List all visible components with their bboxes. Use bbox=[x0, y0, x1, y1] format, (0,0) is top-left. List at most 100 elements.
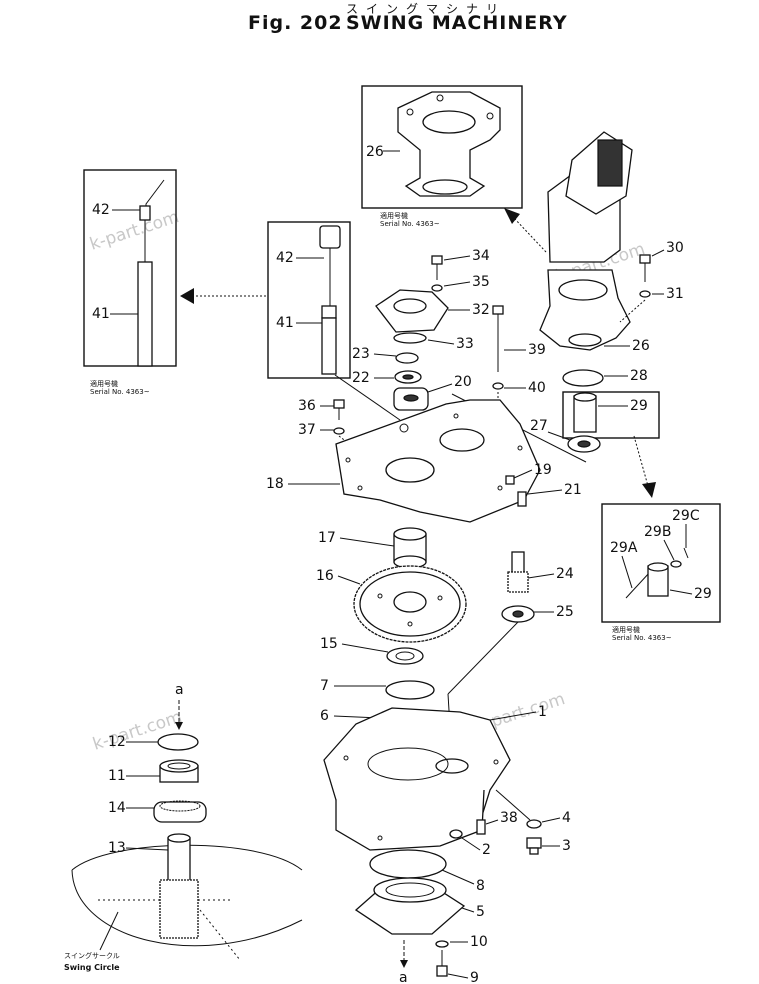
callout-37: 37 bbox=[298, 422, 316, 438]
pin-19 bbox=[505, 475, 515, 485]
callout-13: 13 bbox=[108, 840, 126, 856]
callout-36: 36 bbox=[298, 398, 316, 414]
swing-circle-jp: スイングサークル bbox=[64, 951, 120, 960]
serial-jp: 適用号機 bbox=[380, 211, 408, 220]
arrow-letter-a: a bbox=[175, 682, 184, 698]
inset-box-29-parts bbox=[601, 503, 721, 623]
callout-4: 4 bbox=[562, 810, 571, 826]
bearing-14 bbox=[153, 800, 207, 823]
flange-housing-26 bbox=[539, 269, 631, 351]
plate-18 bbox=[335, 399, 541, 523]
callout-6: 6 bbox=[320, 708, 329, 724]
callout-2: 2 bbox=[482, 842, 491, 858]
swing-circle-label: Swing Circle bbox=[64, 963, 120, 972]
serial-jp: 適用号機 bbox=[612, 625, 640, 634]
callout-34: 34 bbox=[472, 248, 490, 264]
inset-box-41-42-b bbox=[267, 221, 351, 379]
callout-29c: 29C bbox=[672, 508, 700, 524]
callout-8: 8 bbox=[476, 878, 485, 894]
callout-33: 33 bbox=[456, 336, 474, 352]
cover-32 bbox=[375, 289, 449, 333]
callout-29a: 29A bbox=[610, 540, 638, 556]
callout-22: 22 bbox=[352, 370, 370, 386]
callout-21: 21 bbox=[564, 482, 582, 498]
washer-10 bbox=[435, 940, 449, 948]
washer-35 bbox=[431, 284, 443, 292]
callout-18: 18 bbox=[266, 476, 284, 492]
callout-5: 5 bbox=[476, 904, 485, 920]
callout-12: 12 bbox=[108, 734, 126, 750]
callout-15: 15 bbox=[320, 636, 338, 652]
pin-29a bbox=[625, 571, 651, 599]
callout-9: 9 bbox=[470, 970, 479, 984]
flange-housing-26-inset bbox=[397, 91, 501, 197]
callout-14: 14 bbox=[108, 800, 126, 816]
o-ring-12 bbox=[157, 733, 199, 751]
callout-28: 28 bbox=[630, 368, 648, 384]
seal-23 bbox=[395, 352, 419, 364]
callout-26: 26 bbox=[632, 338, 650, 354]
bearing-25 bbox=[501, 605, 535, 623]
plug-3 bbox=[526, 837, 542, 855]
callout-3: 3 bbox=[562, 838, 571, 854]
callout-29: 29 bbox=[630, 398, 648, 414]
bolt-36 bbox=[333, 399, 345, 420]
jp-title: スイングマシナリ bbox=[346, 2, 507, 16]
callout-42: 42 bbox=[92, 202, 110, 218]
bolt-30 bbox=[639, 254, 651, 282]
inset-box-26 bbox=[361, 85, 523, 209]
callout-7: 7 bbox=[320, 678, 329, 694]
gear-16 bbox=[353, 565, 467, 643]
bolt-39 bbox=[492, 305, 504, 372]
callout-19: 19 bbox=[534, 462, 552, 478]
callout-40: 40 bbox=[528, 380, 546, 396]
serial-label: Serial No. 4363~ bbox=[380, 220, 440, 228]
inset-box-29 bbox=[562, 391, 660, 439]
washer-31 bbox=[639, 290, 651, 298]
callout-29b: 29B bbox=[644, 524, 671, 540]
plug-2 bbox=[449, 829, 463, 839]
callout-27: 27 bbox=[530, 418, 548, 434]
pin-29c bbox=[683, 547, 689, 559]
callout-25: 25 bbox=[556, 604, 574, 620]
callout-23: 23 bbox=[352, 346, 370, 362]
pin-21 bbox=[517, 491, 527, 507]
serial-label: Serial No. 4363~ bbox=[612, 634, 672, 642]
callout-31: 31 bbox=[666, 286, 684, 302]
housing-1 bbox=[323, 707, 511, 851]
pinion-24 bbox=[507, 551, 529, 593]
callout-30: 30 bbox=[666, 240, 684, 256]
callout-20: 20 bbox=[454, 374, 472, 390]
bearing-20 bbox=[393, 387, 429, 411]
figure-number: Fig. 202 bbox=[248, 12, 343, 34]
page-title: SWING MACHINERY bbox=[346, 12, 568, 34]
washer-29b bbox=[670, 560, 682, 568]
washer-37 bbox=[333, 427, 345, 435]
callout-16: 16 bbox=[316, 568, 334, 584]
cover-5 bbox=[354, 877, 466, 935]
o-ring-8 bbox=[369, 849, 447, 879]
callout-32: 32 bbox=[472, 302, 490, 318]
pipe-assembly bbox=[319, 225, 341, 375]
bearing-22 bbox=[394, 370, 422, 384]
callout-1: 1 bbox=[538, 704, 547, 720]
callout-29: 29 bbox=[694, 586, 712, 602]
gasket-4 bbox=[526, 819, 542, 829]
callout-10: 10 bbox=[470, 934, 488, 950]
callout-38: 38 bbox=[500, 810, 518, 826]
callout-17: 17 bbox=[318, 530, 336, 546]
header: スイングマシナリ Fig. 202 SWING MACHINERY bbox=[248, 0, 568, 40]
seal-15 bbox=[386, 647, 424, 665]
washer-40 bbox=[492, 382, 504, 390]
callout-41: 41 bbox=[276, 315, 294, 331]
callout-41: 41 bbox=[92, 306, 110, 322]
callout-26: 26 bbox=[366, 144, 384, 160]
swing-motor bbox=[547, 131, 633, 263]
bolt-9 bbox=[436, 950, 448, 977]
o-ring-28 bbox=[562, 369, 604, 387]
callout-35: 35 bbox=[472, 274, 490, 290]
callout-11: 11 bbox=[108, 768, 126, 784]
pipe-assembly-inset bbox=[137, 179, 165, 367]
pinion-shaft-13 bbox=[159, 833, 199, 939]
